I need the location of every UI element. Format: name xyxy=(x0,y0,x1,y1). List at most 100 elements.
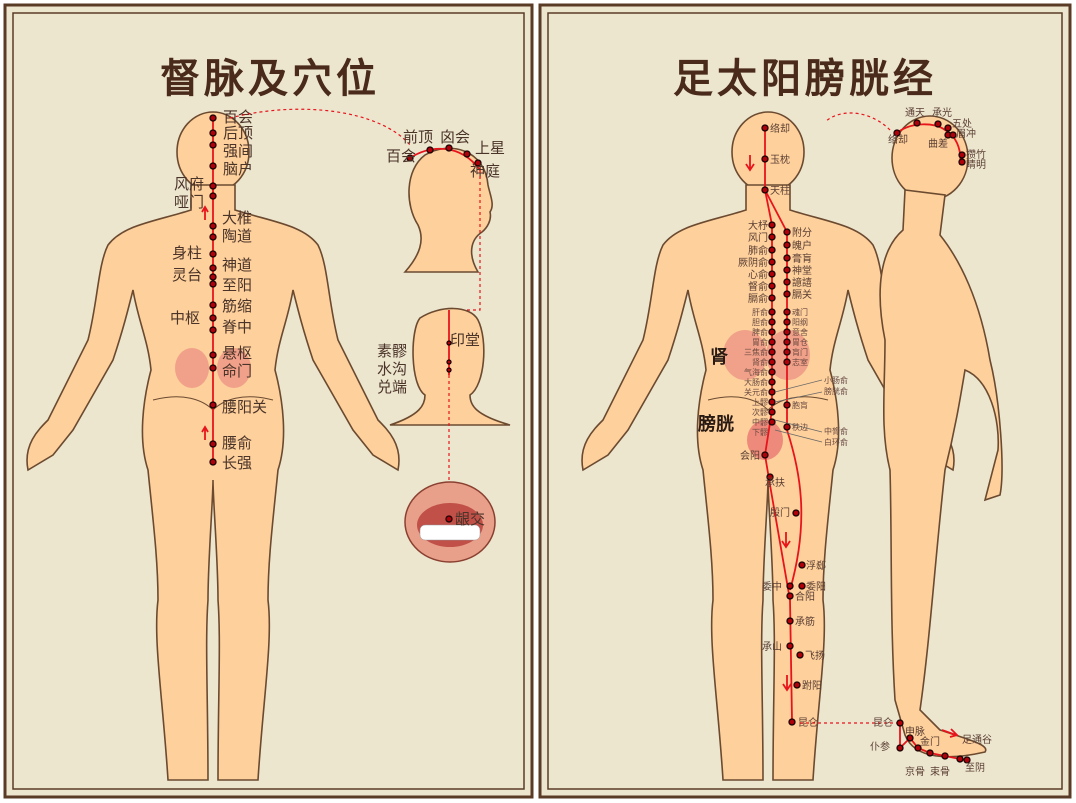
point-label: 囟会 xyxy=(440,128,470,146)
point-label: 秩边 xyxy=(792,422,808,432)
point-label: 腰俞 xyxy=(222,434,252,452)
point-label: 攒竹 xyxy=(966,148,986,161)
point-label: 腰阳关 xyxy=(222,398,267,416)
point-label: 大椎 xyxy=(222,209,252,227)
point-label: 强间 xyxy=(223,142,253,160)
point-label: 次髎 xyxy=(752,407,768,417)
side-head: 前顶 囟会 百会 上星 神庭 xyxy=(386,128,505,311)
point-label: 印堂 xyxy=(450,331,480,349)
point-label: 合阳 xyxy=(795,590,815,603)
point-label: 譩譆 xyxy=(792,276,812,289)
point-label: 委中 xyxy=(762,580,782,593)
point-label: 飞扬 xyxy=(805,649,825,662)
point-label: 灵台 xyxy=(172,266,202,284)
point-label: 百会 xyxy=(386,147,416,165)
point-label: 素髎 xyxy=(377,342,407,360)
point-label: 至阴 xyxy=(965,762,985,774)
point-label: 厥阴俞 xyxy=(738,256,768,269)
point-label: 魄户 xyxy=(792,239,812,252)
point-label: 会阳 xyxy=(740,449,760,462)
side-figure: 通天 承光 五处 络却 曲差 眉冲 攒竹 睛明 昆仑 申脉 仆参 金门 足通谷 … xyxy=(800,106,1003,778)
point-label: 风府 xyxy=(174,175,204,193)
point-label: 上髎 xyxy=(752,398,768,407)
callout-label: 小肠俞 xyxy=(824,375,848,385)
point-label: 束骨 xyxy=(930,766,950,778)
bladder-points xyxy=(761,124,806,726)
point-label: 承光 xyxy=(932,106,952,119)
front-face: 印堂 素髎 水沟 兑端 xyxy=(377,307,511,485)
point-label: 仆参 xyxy=(870,740,890,753)
point-label: 五处 xyxy=(952,118,972,130)
point-label: 胃仓 xyxy=(792,337,808,347)
point-label: 脊中 xyxy=(222,318,252,336)
arrow-up-icon xyxy=(201,205,209,220)
point-label: 附分 xyxy=(792,226,812,239)
point-label: 筋缩 xyxy=(222,297,252,315)
arrow-right-icon xyxy=(941,728,959,738)
arrow-down-icon xyxy=(745,155,755,172)
point-label: 承扶 xyxy=(765,476,785,489)
point-label: 络却 xyxy=(888,133,908,146)
point-label: 肝俞 xyxy=(752,307,768,317)
right-title: 足太阳膀胱经 xyxy=(673,55,937,102)
point-label: 水沟 xyxy=(377,360,407,378)
point-label: 络却 xyxy=(770,122,790,135)
arrow-down-icon xyxy=(782,675,792,692)
arrow-up-icon xyxy=(201,425,209,440)
point-label: 天柱 xyxy=(770,184,790,197)
point-label: 肾俞 xyxy=(752,357,768,367)
point-label: 哑门 xyxy=(174,193,204,211)
point-label: 兑端 xyxy=(377,378,407,396)
point-label: 龈交 xyxy=(455,510,485,528)
point-label: 神堂 xyxy=(792,264,812,277)
point-label: 膏肓 xyxy=(792,252,812,265)
point-label: 督俞 xyxy=(748,280,768,293)
mouth: 龈交 xyxy=(404,481,496,563)
point-label: 殷门 xyxy=(770,506,790,519)
point-label: 膈俞 xyxy=(748,292,768,305)
point-label: 足通谷 xyxy=(962,734,992,746)
point-label: 金门 xyxy=(920,735,940,748)
point-label: 胃俞 xyxy=(752,337,768,347)
point-label: 悬枢 xyxy=(222,344,252,362)
point-label: 大肠俞 xyxy=(744,377,768,387)
point-label: 承山 xyxy=(762,641,782,653)
point-label: 浮郄 xyxy=(806,559,826,572)
point-label: 气海俞 xyxy=(744,367,768,377)
point-label: 百会 xyxy=(223,108,253,126)
point-label: 通天 xyxy=(905,107,925,119)
right-panel: 足太阳膀胱经 肾 膀胱 络却 玉枕 天柱 大杼 风门 肺俞 厥阴俞 xyxy=(538,3,1072,799)
point-label: 心俞 xyxy=(748,268,768,281)
point-label: 承筋 xyxy=(795,615,815,628)
point-label: 意舍 xyxy=(792,327,808,337)
governor-labels: 百会 后顶 强间 脑户 风府 哑门 大椎 陶道 身柱 灵台 神道 至阳 筋缩 中… xyxy=(170,108,267,472)
point-label: 胞肓 xyxy=(792,400,808,410)
point-label: 关元俞 xyxy=(744,387,768,397)
organ-label-bladder: 膀胱 xyxy=(697,413,734,435)
point-label: 睛明 xyxy=(966,159,986,171)
point-label: 至阳 xyxy=(222,276,252,294)
point-label: 肓门 xyxy=(792,347,808,357)
point-label: 胆俞 xyxy=(752,317,768,327)
point-label: 昆仑 xyxy=(873,716,893,729)
arrow-down-icon xyxy=(781,532,791,549)
point-label: 志室 xyxy=(792,357,808,367)
point-label: 魂门 xyxy=(792,307,808,317)
point-label: 神道 xyxy=(222,256,252,274)
point-label: 膈关 xyxy=(792,288,812,301)
point-label: 上星 xyxy=(475,139,505,157)
point-label: 中髎 xyxy=(752,417,768,427)
point-label: 委阳 xyxy=(806,580,826,593)
governor-points xyxy=(209,114,217,466)
point-label: 前顶 xyxy=(403,128,433,146)
point-label: 眉冲 xyxy=(956,127,976,140)
left-title: 督脉及穴位 xyxy=(160,55,380,102)
organ-label-kidney: 肾 xyxy=(710,347,728,368)
point-label: 玉枕 xyxy=(770,153,790,166)
point-label: 跗阳 xyxy=(802,679,822,692)
connector-line xyxy=(229,108,411,146)
point-label: 三焦俞 xyxy=(744,347,768,357)
bladder-labels: 络却 玉枕 天柱 大杼 风门 肺俞 厥阴俞 心俞 督俞 膈俞 附分 魄户 膏肓 … xyxy=(738,122,848,729)
point-label: 下髎 xyxy=(752,428,768,437)
